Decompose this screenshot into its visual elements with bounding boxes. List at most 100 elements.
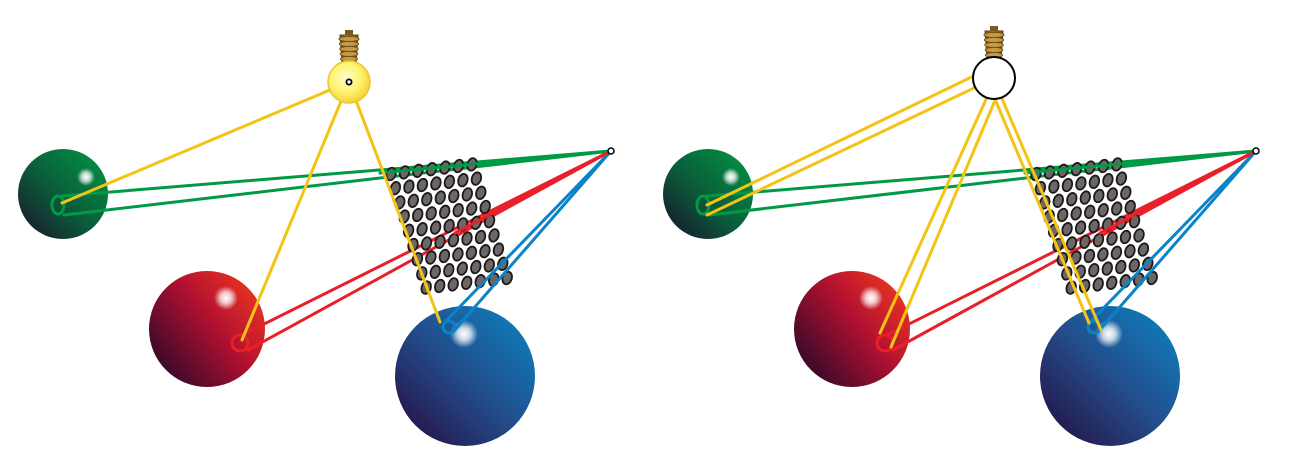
left-screen-pixel (416, 222, 428, 237)
right-bulb-tip (990, 26, 998, 31)
left-blue-ray (443, 149, 613, 324)
left-screen-pixel (434, 234, 446, 249)
right-shadow-ray (998, 92, 1103, 332)
right-screen-pixel (1101, 261, 1114, 276)
left-blue-sphere-body (395, 306, 535, 446)
right-bulb-thread (983, 36, 1005, 44)
right-shadow-ray (705, 69, 986, 207)
right-screen-pixel (1110, 245, 1123, 260)
right-blue-sphere (1040, 306, 1180, 446)
left-screen-pixel (452, 203, 464, 218)
right-screen-pixel (1092, 277, 1104, 292)
right-screen-pixel (1070, 206, 1082, 221)
right-screen-pixel (1119, 229, 1132, 245)
left-blue-hit (441, 319, 457, 335)
left-screen-pixel (407, 193, 420, 208)
right-screen-pixel (1115, 171, 1128, 186)
right-green-ray-front (1023, 149, 1258, 175)
right-screen-pixel (1079, 190, 1092, 205)
left-screen-pixel (434, 190, 447, 205)
left-screen-pixel (456, 261, 469, 276)
left-screen-pixel (411, 207, 424, 223)
left-screen-pixel (425, 206, 437, 221)
right-screen-pixel (1056, 207, 1069, 223)
right-screen-pixel (1052, 193, 1065, 208)
left-screen-pixel (443, 218, 455, 234)
left-screen-pixel (425, 250, 437, 265)
right-bulb-thread (983, 31, 1005, 39)
right-screen-pixel (1106, 187, 1119, 202)
left-blue-ray (451, 149, 613, 334)
left-screen-pixel (492, 242, 505, 257)
right-shadow-ray (889, 96, 998, 349)
right-screen-pixel (1048, 179, 1060, 194)
right-screen-pixel (1097, 203, 1109, 218)
right-screen-pixel (1093, 188, 1105, 204)
right-blue-sphere-body (1040, 306, 1180, 446)
right-screen-pixel (1137, 242, 1150, 257)
right-bulb-thread (984, 46, 1004, 54)
left-red-sphere (149, 271, 265, 387)
left-screen-pixel (470, 171, 483, 186)
right-screen-pixel (1124, 199, 1136, 215)
right-bulb-glass (972, 56, 1016, 100)
left-screen-pixel (461, 187, 474, 202)
right-screen-pixel (1105, 275, 1118, 290)
left-screen-pixel (448, 188, 460, 204)
left-green-sphere (18, 149, 108, 239)
left-screen-pixel (389, 181, 402, 196)
left-screen-pixel (474, 229, 487, 245)
right-screen-pixel (1115, 259, 1127, 275)
left-screen-pixel (443, 174, 456, 189)
left-screen-pixel (488, 228, 500, 243)
left-green-ray (62, 149, 613, 217)
right-screen-pixel (1097, 247, 1109, 262)
right-red-ray-front (1098, 149, 1258, 235)
right-green-sphere-highlight (722, 168, 740, 186)
left-shadow-ray (60, 80, 351, 205)
right-screen-pixel (1083, 248, 1096, 264)
left-screen-pixel (461, 231, 473, 246)
right-screen-pixel (1066, 192, 1078, 207)
left-screen-pixel (452, 247, 464, 262)
right-shadow-ray (878, 93, 990, 335)
left-screen-pixel (421, 192, 433, 207)
left-screen-pixel (416, 177, 429, 193)
left-screen-pixel (429, 220, 442, 235)
right-red-sphere-body (794, 271, 910, 387)
right-screen-pixel (1124, 244, 1136, 259)
left-screen-pixel (479, 199, 491, 215)
left-screen-pixel (475, 185, 487, 200)
left-screen-pixel (465, 201, 478, 216)
front-layer (60, 26, 1260, 349)
left-screen-pixel (420, 236, 433, 251)
right-screen-pixel (1110, 201, 1123, 216)
right-green-sphere (663, 149, 753, 239)
left-screen-pixel (465, 245, 478, 260)
right-green-ray (707, 149, 1258, 217)
right-blue-ray (1096, 149, 1258, 334)
right-screen-pixel (1106, 231, 1118, 246)
left-screen-pixel (483, 258, 496, 273)
left-bulb-thread (338, 40, 360, 48)
right-screen-pixel (1102, 173, 1114, 188)
camera-point (1252, 147, 1260, 155)
left-light-bulb-icon (338, 30, 360, 64)
right-red-sphere (794, 271, 910, 387)
left-green-hit (50, 194, 66, 216)
left-bulb-filament (345, 78, 353, 86)
right-screen-pixel (1092, 233, 1105, 248)
left-screen-pixel (457, 173, 469, 188)
right-screen-pixel (1088, 218, 1100, 234)
screen-layer (385, 157, 1158, 295)
right-screen-pixel (1065, 236, 1078, 251)
right-screen-pixel (1133, 228, 1145, 243)
left-screen-pixel (433, 278, 446, 294)
left-screen-pixel (430, 176, 442, 191)
right-red-sphere-highlight (859, 286, 883, 310)
camera-point (607, 147, 615, 155)
right-screen-pixel (1074, 220, 1087, 235)
left-screen-pixel (438, 248, 451, 264)
right-screen-pixel (1120, 185, 1132, 200)
